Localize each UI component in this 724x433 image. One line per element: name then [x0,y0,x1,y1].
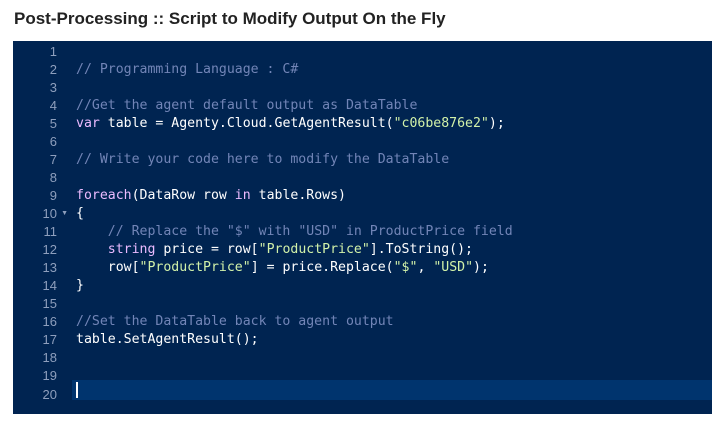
line-number: 12 [42,242,57,257]
line-number: 17 [42,332,57,347]
line-number: 11 [43,224,58,239]
active-line-highlight [72,380,712,400]
line-number: 3 [49,80,57,95]
line-number: 18 [42,350,57,365]
line-number: 14 [42,278,57,293]
line-number: 4 [49,98,57,113]
code-line[interactable]: //Set the DataTable back to agent output [76,314,394,329]
code-line[interactable]: // Replace the "$" with "USD" in Product… [107,224,513,239]
code-line[interactable] [72,133,712,151]
line-number: 16 [42,314,57,329]
line-number: 7 [49,152,57,167]
code-line[interactable]: var table = Agenty.Cloud.GetAgentResult(… [76,116,505,131]
code-line[interactable] [72,386,712,404]
line-number: 13 [42,260,57,275]
line-number: 9 [49,188,57,203]
code-line[interactable] [72,367,712,385]
code-line[interactable] [72,43,712,61]
line-number: 10▼ [42,206,68,221]
line-number: 2 [49,62,57,77]
code-line[interactable]: string price = row["ProductPrice"].ToStr… [107,242,473,257]
code-line[interactable] [72,169,712,187]
line-number: 8 [49,170,57,185]
code-line[interactable]: foreach(DataRow row in table.Rows) [76,188,346,203]
line-number: 1 [49,44,57,59]
code-line[interactable]: row["ProductPrice"] = price.Replace("$",… [76,260,489,275]
code-line[interactable]: // Programming Language : C# [76,62,299,77]
page-title: Post-Processing :: Script to Modify Outp… [14,9,446,28]
line-number: 15 [42,296,57,311]
code-line[interactable]: { [76,206,84,221]
code-line[interactable] [72,349,712,367]
code-line[interactable] [72,295,712,313]
code-line[interactable]: //Get the agent default output as DataTa… [76,98,418,113]
text-cursor [76,382,78,398]
code-line[interactable]: // Write your code here to modify the Da… [76,152,450,167]
line-number: 5 [49,116,57,131]
code-line[interactable]: } [76,278,84,293]
code-area[interactable]: // Programming Language : C# //Get the ag… [72,41,712,414]
fold-arrow-icon[interactable]: ▼ [61,210,68,217]
line-number: 6 [49,134,57,149]
code-line[interactable]: table.SetAgentResult(); [76,332,259,347]
line-number: 20 [42,387,57,402]
code-line[interactable] [72,79,712,97]
line-number: 19 [42,368,57,383]
